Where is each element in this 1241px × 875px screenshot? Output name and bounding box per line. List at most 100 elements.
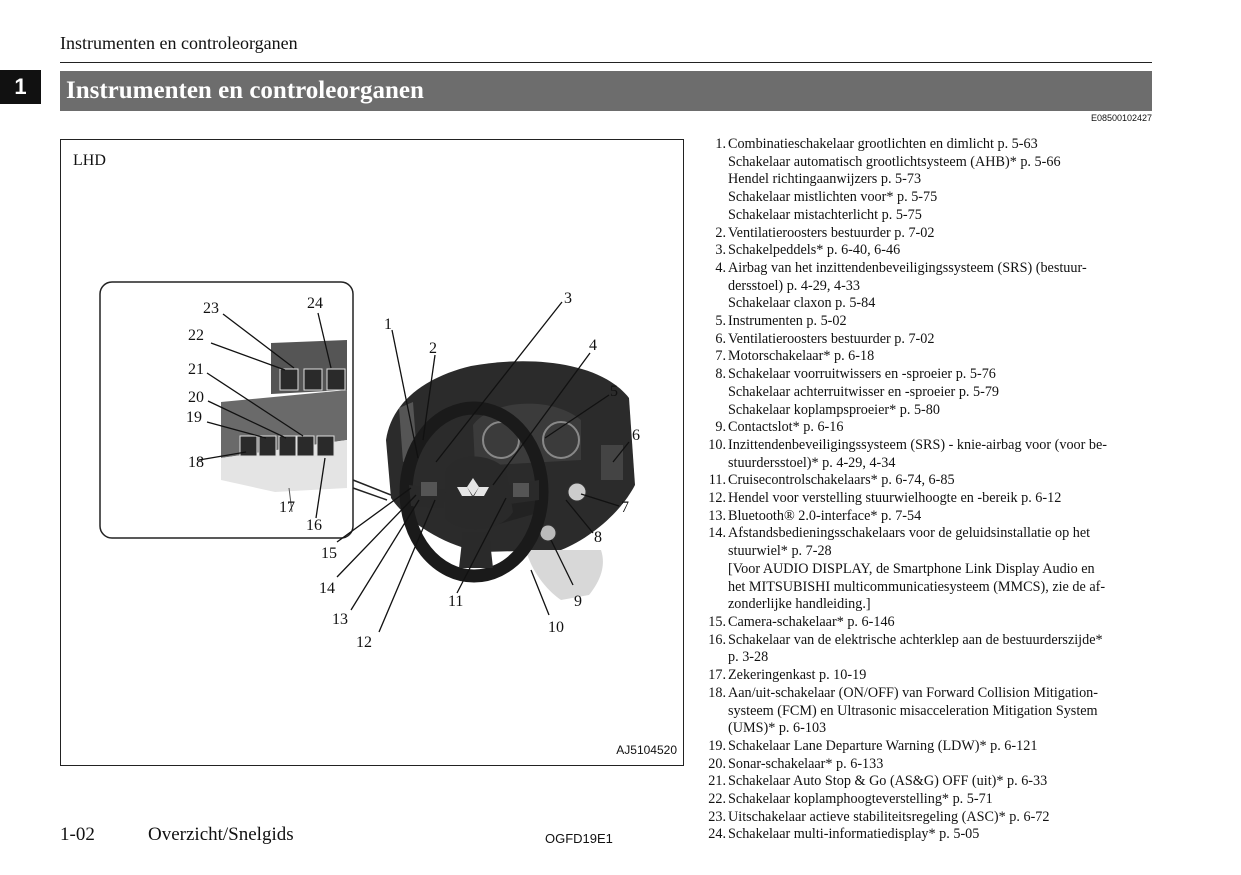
legend-line: dersstoel) p. 4-29, 4-33 — [728, 277, 860, 294]
legend-line: zonderlijke handleiding.] — [728, 596, 871, 613]
callout-4: 4 — [589, 337, 597, 354]
callout-3: 3 — [564, 290, 572, 307]
legend-item: 9.Contactslot* p. 6-16 — [698, 419, 1158, 437]
callout-1: 1 — [384, 316, 392, 333]
legend-text: Schakelaar voorruitwissers en -sproeier … — [728, 366, 1158, 419]
legend-item: 14.Afstandsbedieningsschakelaars voor de… — [698, 525, 1158, 614]
callout-5: 5 — [610, 383, 618, 400]
legend-number: 16. — [708, 631, 726, 648]
legend-item: 22.Schakelaar koplamphoogteverstelling* … — [698, 791, 1158, 809]
legend-line: Schakelaar Auto Stop & Go (AS&G) OFF (ui… — [728, 773, 1048, 790]
callout-6: 6 — [632, 427, 640, 444]
legend-text: Schakelaar van de elektrische achterklep… — [728, 632, 1158, 667]
legend-number: 23. — [708, 808, 726, 825]
legend-line: Inzittendenbeveiligingssysteem (SRS) - k… — [728, 436, 1108, 453]
legend-item: 2.Ventilatieroosters bestuurder p. 7-02 — [698, 225, 1158, 243]
legend-number: 12. — [708, 490, 726, 507]
legend-line: Schakelaar koplamphoogteverstelling* p. … — [728, 791, 993, 808]
legend-text: Contactslot* p. 6-16 — [728, 419, 1158, 437]
component-legend: 1.Combinatieschakelaar grootlichten en d… — [698, 136, 1158, 844]
legend-line: Schakelaar voorruitwissers en -sproeier … — [728, 366, 996, 383]
legend-item: 13.Bluetooth® 2.0-interface* p. 7-54 — [698, 508, 1158, 526]
legend-line: Ventilatieroosters bestuurder p. 7-02 — [728, 224, 935, 241]
legend-line: Hendel richtingaanwijzers p. 5-73 — [728, 171, 922, 188]
legend-item: 3.Schakelpeddels* p. 6-40, 6-46 — [698, 242, 1158, 260]
callout-18: 18 — [188, 454, 204, 471]
legend-number: 4. — [715, 259, 726, 276]
callout-16: 16 — [306, 517, 322, 534]
switch-18 — [258, 435, 277, 457]
legend-line: Hendel voor verstelling stuurwielhoogte … — [728, 490, 1062, 507]
legend-line: Airbag van het inzittendenbeveiligingssy… — [728, 259, 1087, 276]
legend-item: 18.Aan/uit-schakelaar (ON/OFF) van Forwa… — [698, 685, 1158, 738]
legend-line: het MITSUBISHI multicommunicatiesysteem … — [728, 578, 1106, 595]
legend-text: Sonar-schakelaar* p. 6-133 — [728, 756, 1158, 774]
callout-11: 11 — [448, 593, 463, 610]
legend-item: 15.Camera-schakelaar* p. 6-146 — [698, 614, 1158, 632]
legend-text: Ventilatieroosters bestuurder p. 7-02 — [728, 331, 1158, 349]
legend-item: 10.Inzittendenbeveiligingssysteem (SRS) … — [698, 437, 1158, 472]
legend-number: 13. — [708, 507, 726, 524]
callout-20: 20 — [188, 389, 204, 406]
legend-item: 12.Hendel voor verstelling stuurwielhoog… — [698, 490, 1158, 508]
legend-item: 23.Uitschakelaar actieve stabiliteitsreg… — [698, 809, 1158, 827]
legend-line: Schakelaar claxon p. 5-84 — [728, 295, 876, 312]
legend-text: Inzittendenbeveiligingssysteem (SRS) - k… — [728, 437, 1158, 472]
legend-line: Combinatieschakelaar grootlichten en dim… — [728, 136, 1038, 152]
legend-text: Schakelaar Lane Departure Warning (LDW)*… — [728, 738, 1158, 756]
lower-trim — [526, 550, 603, 600]
legend-line: stuurdersstoel)* p. 4-29, 4-34 — [728, 454, 896, 471]
legend-line: Schakelaar koplampsproeier* p. 5-80 — [728, 401, 940, 418]
document-code: E08500102427 — [1090, 113, 1152, 123]
legend-item: 21.Schakelaar Auto Stop & Go (AS&G) OFF … — [698, 773, 1158, 791]
header-rule — [60, 62, 1152, 63]
dashboard-illustration: 1 2 3 4 5 6 7 8 9 10 11 12 13 14 15 16 1… — [99, 281, 640, 651]
callout-17: 17 — [279, 499, 295, 516]
switch-20 — [278, 435, 297, 457]
legend-line: Contactslot* p. 6-16 — [728, 419, 844, 436]
callout-7: 7 — [621, 499, 629, 516]
legend-text: Airbag van het inzittendenbeveiligingssy… — [728, 260, 1158, 313]
legend-text: Hendel voor verstelling stuurwielhoogte … — [728, 490, 1158, 508]
running-header: Instrumenten en controleorganen — [60, 33, 298, 53]
inset-trim — [221, 440, 347, 492]
legend-number: 10. — [708, 436, 726, 453]
legend-item: 16.Schakelaar van de elektrische achterk… — [698, 632, 1158, 667]
callout-numbers: 1 2 3 4 5 6 7 8 9 10 11 12 13 14 15 16 1… — [186, 290, 640, 651]
legend-text: Motorschakelaar* p. 6-18 — [728, 348, 1158, 366]
legend-line: Schakelaar automatisch grootlichtsysteem… — [728, 153, 1061, 170]
legend-item: 8.Schakelaar voorruitwissers en -sproeie… — [698, 366, 1158, 419]
legend-number: 1. — [715, 136, 726, 152]
legend-line: Schakelaar achterruitwisser en -sproeier… — [728, 383, 1000, 400]
callout-21: 21 — [188, 361, 204, 378]
wheel-switch-left — [421, 482, 437, 496]
callout-13: 13 — [332, 611, 348, 628]
legend-text: Cruisecontrolschakelaars* p. 6-74, 6-85 — [728, 472, 1158, 490]
legend-number: 20. — [708, 755, 726, 772]
legend-text: Uitschakelaar actieve stabiliteitsregeli… — [728, 809, 1158, 827]
wheel-switch-right — [513, 483, 529, 497]
callout-12: 12 — [356, 634, 372, 651]
legend-line: Zekeringenkast p. 10-19 — [728, 667, 867, 684]
legend-line: Bluetooth® 2.0-interface* p. 7-54 — [728, 507, 922, 524]
legend-number: 14. — [708, 525, 726, 542]
callout-2: 2 — [429, 340, 437, 357]
legend-item: 5.Instrumenten p. 5-02 — [698, 313, 1158, 331]
switch-22 — [279, 368, 299, 391]
page-number: 1-02 — [60, 824, 95, 845]
mitsubishi-logo — [457, 478, 489, 496]
switch-21 — [296, 435, 315, 457]
leader-lines — [198, 301, 630, 633]
legend-number: 21. — [708, 773, 726, 790]
dashboard-figure: 1 2 3 4 5 6 7 8 9 10 11 12 13 14 15 16 1… — [60, 139, 684, 766]
legend-number: 22. — [708, 791, 726, 808]
legend-line: systeem (FCM) en Ultrasonic misaccelerat… — [728, 702, 1098, 719]
legend-number: 24. — [708, 826, 726, 843]
legend-text: Instrumenten p. 5-02 — [728, 313, 1158, 331]
legend-line: Camera-schakelaar* p. 6-146 — [728, 613, 895, 630]
legend-number: 19. — [708, 737, 726, 754]
callout-10: 10 — [548, 619, 564, 636]
legend-line: Motorschakelaar* p. 6-18 — [728, 348, 875, 365]
figure-label: LHD — [73, 152, 106, 169]
switch-16 — [316, 435, 335, 457]
